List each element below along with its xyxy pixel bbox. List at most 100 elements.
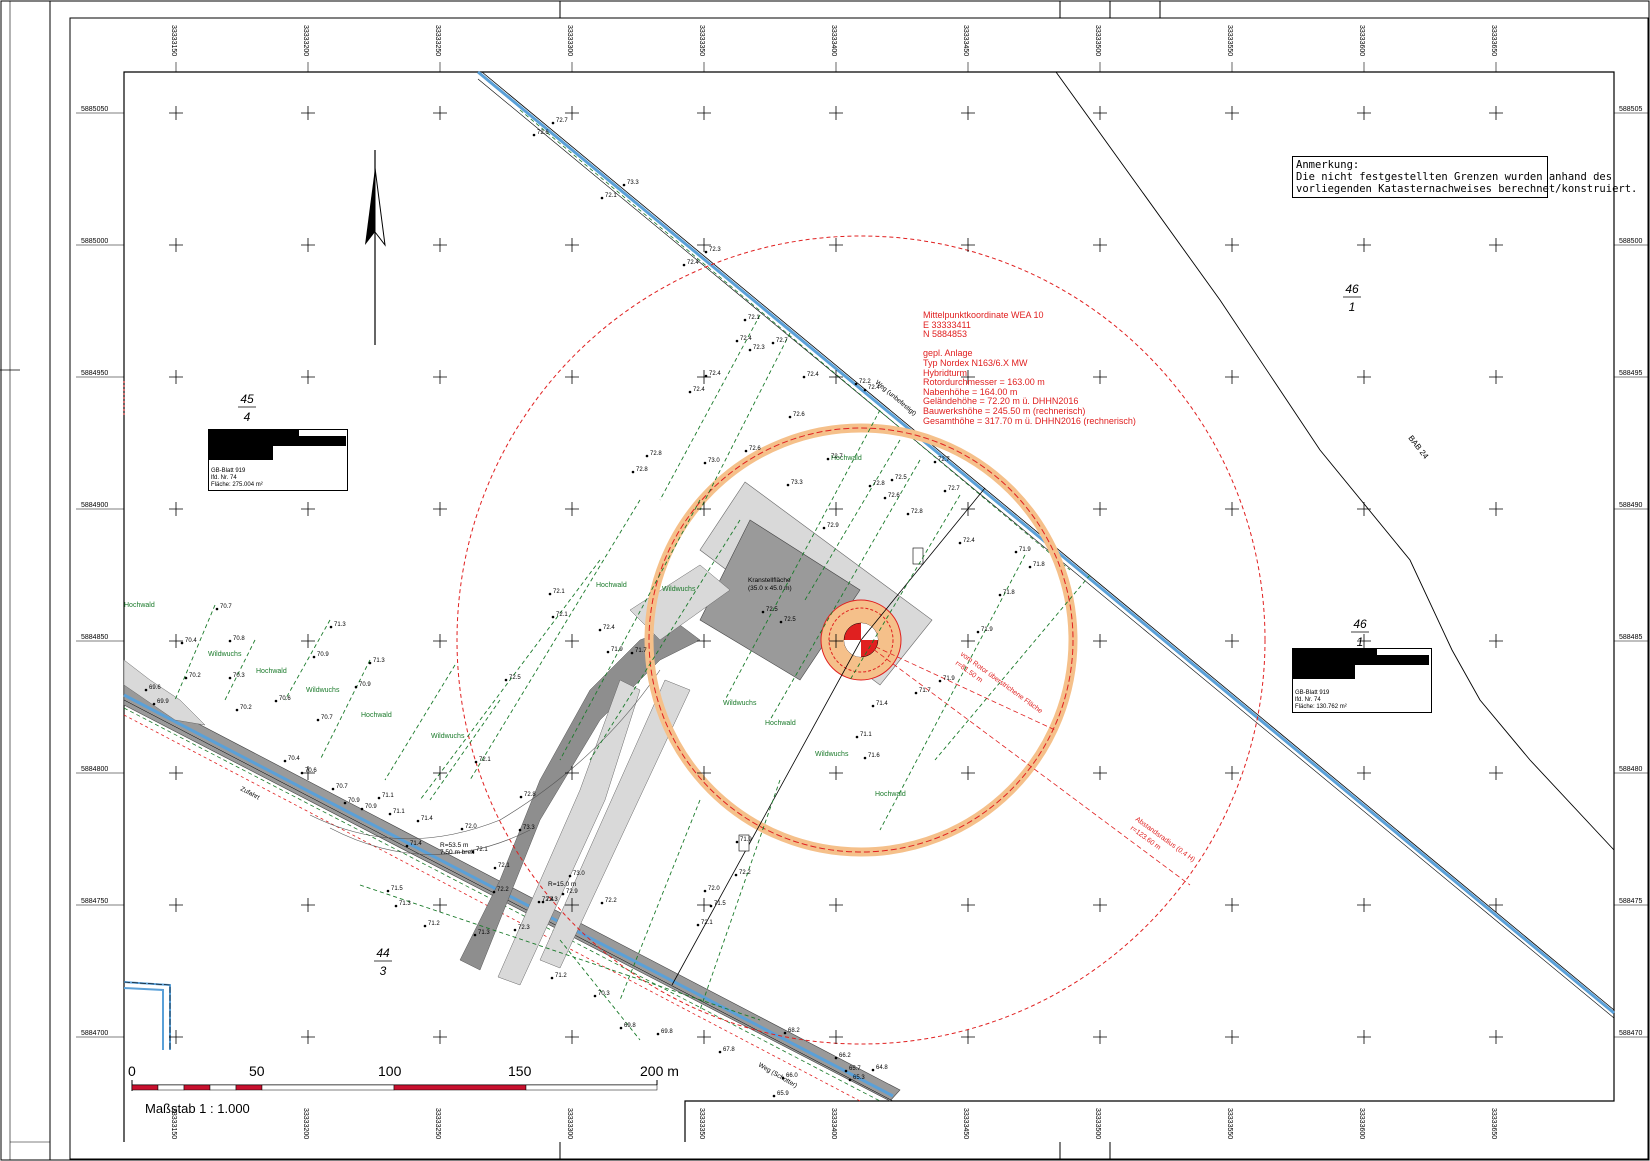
coord-label: 33333600: [1358, 25, 1365, 56]
scale-bar: 0 50 100 150 200 m Maßstab 1 : 1.000: [125, 1063, 685, 1123]
grid-cross: [697, 1030, 711, 1044]
spot-height-point: [938, 679, 942, 683]
spot-height-point: [504, 678, 508, 682]
coord-label: 33333550: [1226, 25, 1233, 56]
annotation-note: Anmerkung: Die nicht festgestellten Gren…: [1292, 156, 1637, 198]
spot-height-label: 66.2: [839, 1053, 851, 1059]
grid-cross: [433, 898, 447, 912]
spot-height-point: [943, 489, 947, 493]
spot-height-point: [215, 607, 219, 611]
spot-height-label: 70.6: [279, 696, 291, 702]
spot-height-point: [1014, 550, 1018, 554]
wea-line: Typ Nordex N163/6.X MW: [923, 357, 1028, 368]
spot-height-label: 72.3: [709, 247, 721, 253]
spot-height-point: [696, 923, 700, 927]
spot-height-label: 70.9: [348, 798, 360, 804]
grid-cross: [1357, 1030, 1371, 1044]
owner-line: Fläche: 275.004 m²: [211, 482, 263, 488]
coord-label: 588485: [1619, 634, 1642, 641]
spot-height-label: 72.7: [776, 338, 788, 344]
spot-height-point: [822, 526, 826, 530]
grid-cross: [565, 238, 579, 252]
grid-cross: [697, 502, 711, 516]
spot-height-label: 70.6: [305, 768, 317, 774]
spot-height-point: [377, 796, 381, 800]
grid-cross: [565, 370, 579, 384]
grid-cross: [961, 238, 975, 252]
wea-line: gepl. Anlage: [923, 348, 973, 359]
grid-cross: [433, 1030, 447, 1044]
owner-line: GB-Blatt 919: [1295, 690, 1330, 696]
spot-height-label: 72.3: [518, 925, 530, 931]
label-hochwald: Hochwald: [124, 602, 155, 609]
spot-height-label: 72.6: [888, 493, 900, 499]
spot-height-point: [354, 685, 358, 689]
spot-height-label: 72.1: [556, 612, 568, 618]
spot-height-point: [743, 318, 747, 322]
parcel-45-num: 45: [240, 392, 254, 406]
grid-cross: [1357, 634, 1371, 648]
spot-height-label: 70.9: [365, 804, 377, 810]
spot-height-point: [144, 688, 148, 692]
grid-cross: [565, 106, 579, 120]
spot-height-label: 72.7: [948, 486, 960, 492]
label-kran-dim: (35.0 x 45.0 m): [748, 585, 792, 592]
spot-height-label: 71.4: [410, 841, 422, 847]
grid-cross: [1489, 1030, 1503, 1044]
grid-cross: [829, 502, 843, 516]
spot-height-label: 71.8: [1033, 562, 1045, 568]
label-hochwald: Hochwald: [596, 582, 627, 589]
spot-height-point: [568, 874, 572, 878]
grid-cross: [829, 370, 843, 384]
spot-height-point: [274, 699, 278, 703]
spot-height-label: 72.3: [546, 897, 558, 903]
distance-radius-circle: [456, 235, 1266, 1045]
scale-tick-label: 100: [378, 1063, 402, 1079]
spot-height-point: [718, 1050, 722, 1054]
grid-cross: [1489, 502, 1503, 516]
grid-cross: [433, 502, 447, 516]
grid-cross: [1357, 898, 1371, 912]
spot-height-point: [541, 900, 545, 904]
label-hochwald: Hochwald: [875, 791, 906, 798]
spot-height-point: [283, 759, 287, 763]
grid-cross: [1357, 238, 1371, 252]
spot-height-label: 71.9: [1019, 547, 1031, 553]
spot-height-label: 72.7: [831, 454, 843, 460]
label-wildwuchs: Wildwuchs: [208, 651, 242, 658]
grid-cross: [697, 106, 711, 120]
parcel-46b-den: 1: [1357, 635, 1364, 649]
spot-height-point: [474, 760, 478, 764]
spot-height-point: [416, 819, 420, 823]
grid-cross: [301, 238, 315, 252]
grid-cross: [961, 634, 975, 648]
grid-cross: [1225, 898, 1239, 912]
spot-height-point: [343, 801, 347, 805]
spot-height-label: 72.4: [963, 538, 975, 544]
spot-height-label: 72.6: [793, 412, 805, 418]
grid-cross: [1093, 634, 1107, 648]
grid-cross: [961, 1030, 975, 1044]
access-road: [459, 624, 701, 971]
grid-cross: [1093, 106, 1107, 120]
spot-height-label: 71.7: [919, 688, 931, 694]
wea-line: Rotordurchmesser = 163.00 m: [923, 377, 1045, 388]
label-radius-1: R=53.5 m: [440, 842, 468, 849]
spot-height-point: [688, 390, 692, 394]
coord-label: 33333400: [830, 1108, 837, 1139]
spot-height-point: [368, 661, 372, 665]
grid-cross: [1489, 898, 1503, 912]
spot-height-point: [854, 382, 858, 386]
spot-height-label: 71.9: [943, 676, 955, 682]
spot-height-label: 70.7: [336, 784, 348, 790]
spot-height-label: 72.8: [636, 467, 648, 473]
spot-height-point: [682, 263, 686, 267]
grid-cross: [433, 766, 447, 780]
spot-height-label: 72.6: [537, 130, 549, 136]
spot-height-point: [783, 1031, 787, 1035]
spot-height-point: [958, 541, 962, 545]
spot-height-label: 70.3: [598, 991, 610, 997]
coord-label: 5884750: [81, 898, 108, 905]
